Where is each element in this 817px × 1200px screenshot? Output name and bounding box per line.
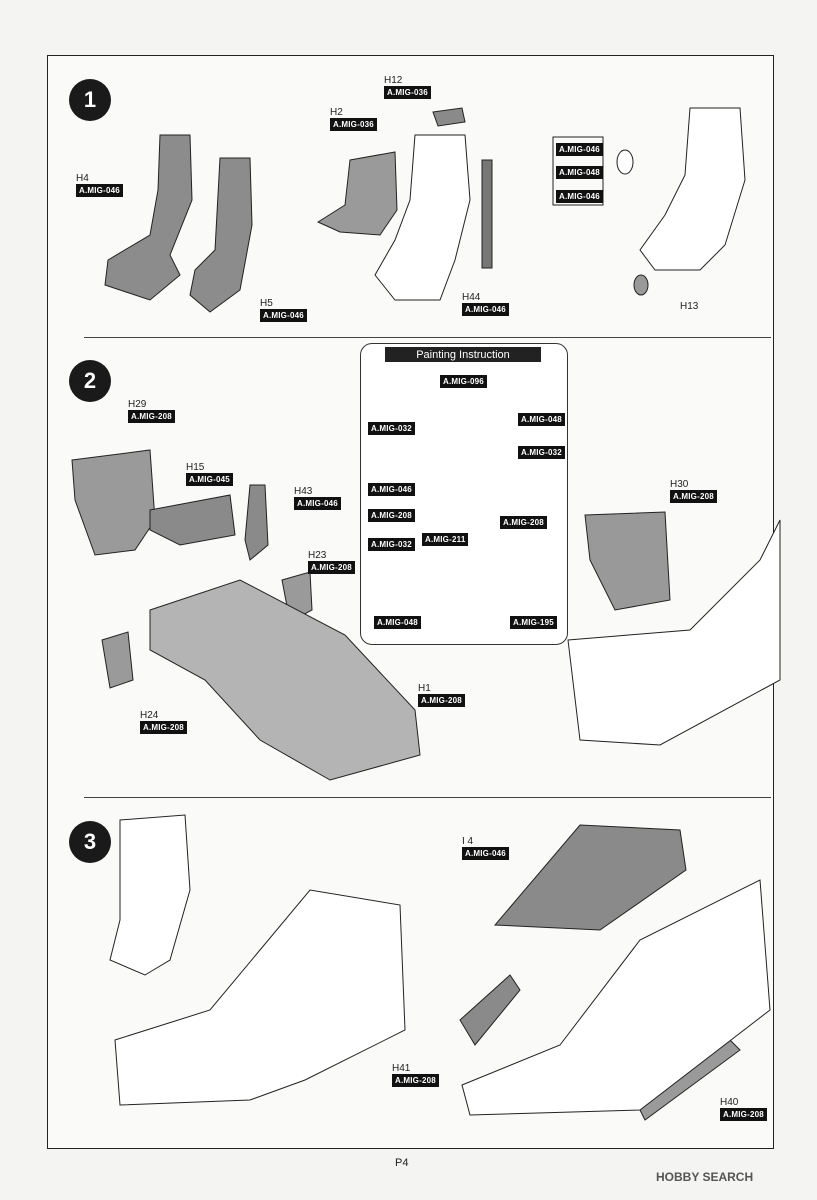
paint-code: A.MIG-032 (368, 538, 415, 551)
assembled-seat-final (639, 107, 746, 271)
handle-detail-illustration (616, 149, 634, 175)
paint-code: A.MIG-195 (510, 616, 557, 629)
section-divider (84, 797, 771, 798)
seat-step3 (109, 814, 191, 976)
part-code-h13-1: A.MIG-046 (556, 143, 603, 156)
cockpit-step3-right (461, 879, 771, 1116)
step-2-badge: 2 (69, 360, 111, 402)
paint-code: A.MIG-048 (518, 413, 565, 426)
part-h15 (149, 494, 236, 546)
cockpit-tub-h1 (149, 579, 421, 781)
part-h24 (101, 631, 134, 689)
seat-part-h5 (189, 157, 253, 313)
watermark: HOBBY SEARCH (656, 1170, 754, 1184)
callout-box (552, 136, 604, 206)
part-label-h13: H13 (680, 301, 699, 312)
page-number: P4 (395, 1157, 409, 1169)
step-3-badge: 3 (69, 821, 111, 863)
panel-part-h30 (584, 511, 671, 611)
assembled-seat (374, 134, 471, 301)
part-h12 (432, 107, 466, 127)
stick-part-h43 (244, 484, 269, 561)
rod-part-h44 (481, 159, 493, 269)
paint-code: A.MIG-032 (368, 422, 415, 435)
paint-code: A.MIG-208 (500, 516, 547, 529)
seat-part-h4 (104, 134, 193, 301)
panel-part-h29 (71, 449, 156, 556)
paint-code: A.MIG-096 (440, 375, 487, 388)
handle-part-h13 (633, 274, 649, 296)
paint-code: A.MIG-048 (374, 616, 421, 629)
cockpit-step3-left (114, 889, 406, 1106)
panel-part-h41 (459, 974, 521, 1046)
paint-code: A.MIG-211 (422, 533, 469, 546)
cover-part-i4 (493, 824, 687, 931)
cockpit-assembled-step2 (567, 519, 781, 746)
paint-code: A.MIG-208 (368, 509, 415, 522)
cushion-part-h2 (316, 151, 398, 236)
paint-code: A.MIG-032 (518, 446, 565, 459)
paint-code: A.MIG-046 (368, 483, 415, 496)
part-code-h13-2: A.MIG-048 (556, 166, 603, 179)
step-1-badge: 1 (69, 79, 111, 121)
painting-instruction-title: Painting Instruction (385, 347, 541, 362)
part-code-h13-3: A.MIG-046 (556, 190, 603, 203)
section-divider (84, 337, 771, 338)
